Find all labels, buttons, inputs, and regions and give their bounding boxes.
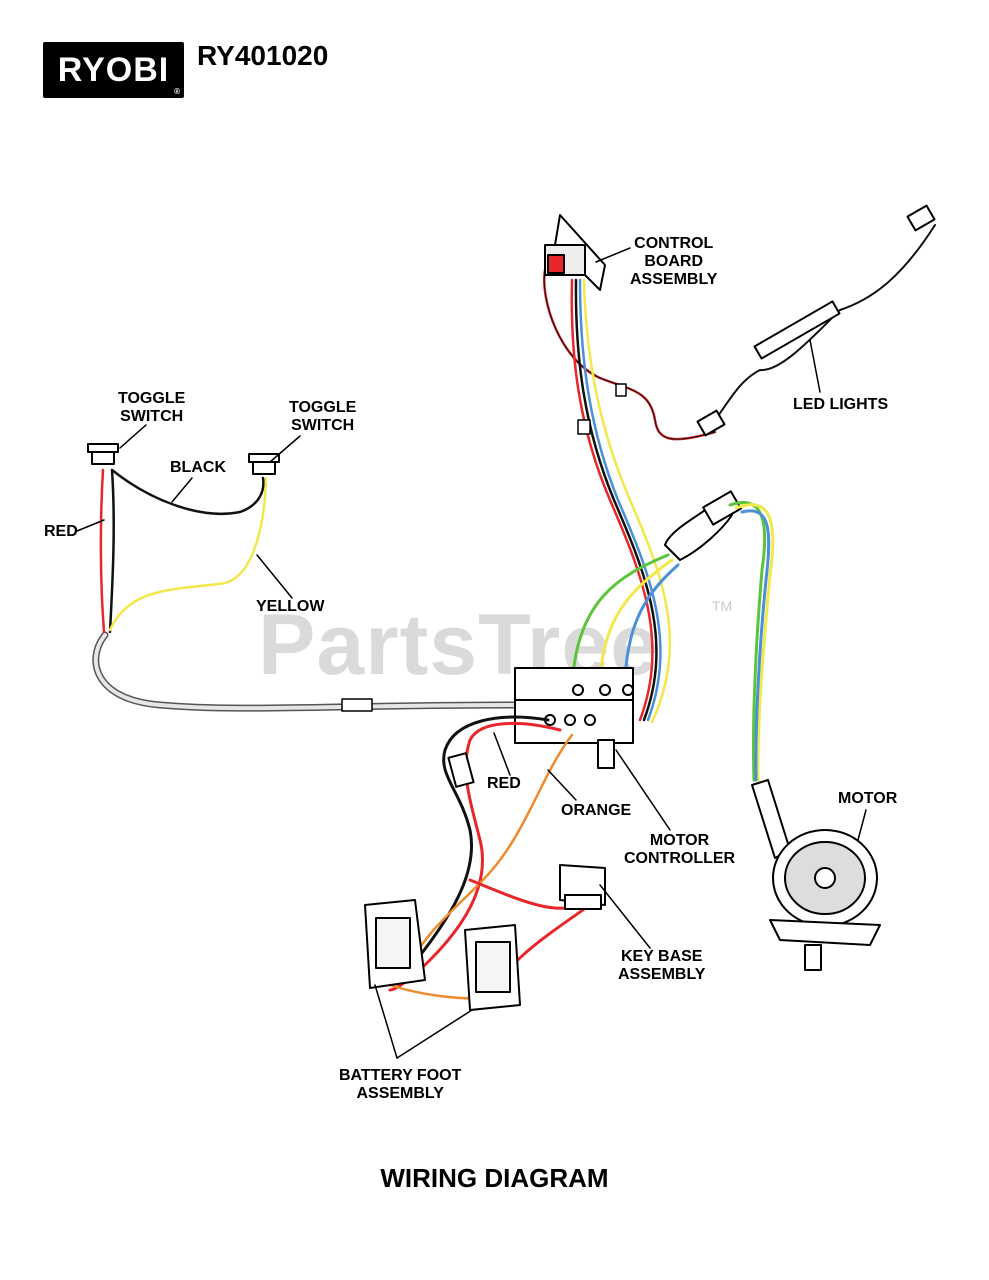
red-wire-left: [99, 468, 106, 634]
black-wire-bridge: [110, 468, 265, 515]
ryobi-logo: RYOBI ®: [43, 42, 184, 98]
label-control-board-l2: BOARD: [644, 253, 704, 270]
control-bundle-black: [574, 278, 658, 722]
brand-text: RYOBI: [57, 50, 170, 89]
label-battery-foot-l1: BATTERY FOOT: [339, 1067, 462, 1084]
label-control-board: CONTROL BOARD ASSEMBLY: [630, 235, 717, 289]
battery-foot-right: [464, 924, 521, 1011]
toggle-switch-right: [248, 453, 280, 475]
label-red-left: RED: [44, 523, 78, 540]
green-wire-ctrl: [570, 553, 670, 692]
label-led-lights: LED LIGHTS: [793, 396, 889, 413]
watermark-tm: TM: [712, 598, 733, 614]
label-red-mid: RED: [487, 775, 521, 792]
registered-mark: ®: [174, 87, 181, 96]
toggle-switch-left: [87, 443, 119, 465]
yellow-wire-motor: [734, 503, 775, 782]
label-key-base-l1: KEY BASE: [620, 948, 703, 965]
model-number: RY401020: [197, 40, 329, 71]
label-orange: ORANGE: [561, 802, 632, 819]
label-key-base: KEY BASE ASSEMBLY: [618, 948, 705, 984]
label-motor: MOTOR: [838, 790, 898, 807]
control-bundle-red: [570, 278, 654, 722]
led-wire: [714, 224, 936, 421]
control-board: [544, 214, 606, 291]
label-battery-foot: BATTERY FOOT ASSEMBLY: [339, 1067, 461, 1103]
label-battery-foot-l2: ASSEMBLY: [356, 1085, 444, 1102]
label-yellow: YELLOW: [256, 598, 325, 615]
inline-fuse: [447, 752, 475, 788]
label-toggle-left-l2: SWITCH: [120, 408, 184, 425]
control-bundle-yellow: [582, 278, 672, 724]
motor-drawing: [751, 779, 881, 971]
label-key-base-l2: ASSEMBLY: [618, 966, 706, 983]
label-toggle-right-l1: TOGGLE: [289, 399, 357, 416]
label-toggle-right-l2: SWITCH: [291, 417, 355, 434]
label-control-board-l1: CONTROL: [634, 235, 714, 252]
yellow-wire: [108, 476, 268, 632]
red-wire-battery: [388, 722, 562, 992]
label-black: BLACK: [170, 459, 226, 476]
label-control-board-l3: ASSEMBLY: [630, 271, 718, 288]
label-motor-controller-l2: CONTROLLER: [624, 850, 736, 867]
black-wire-left: [108, 468, 115, 634]
diagram-title: WIRING DIAGRAM: [380, 1163, 609, 1193]
gray-cable: [92, 631, 524, 712]
label-toggle-switch-right: TOGGLE SWITCH: [289, 399, 356, 435]
motor-controller-box: [514, 667, 634, 769]
label-toggle-left-l1: TOGGLE: [118, 390, 186, 407]
control-red-wire: [543, 268, 717, 441]
key-base: [559, 864, 606, 910]
motor-connector: [664, 490, 742, 561]
blue-wire-motor: [740, 509, 771, 782]
control-bundle-blue: [578, 278, 662, 722]
label-toggle-switch-left: TOGGLE SWITCH: [118, 390, 185, 426]
led-strip: [753, 300, 841, 360]
battery-foot-left: [364, 899, 426, 989]
label-motor-controller: MOTOR CONTROLLER: [624, 832, 735, 868]
inline-connector: [341, 698, 373, 712]
label-motor-controller-l1: MOTOR: [649, 832, 710, 849]
